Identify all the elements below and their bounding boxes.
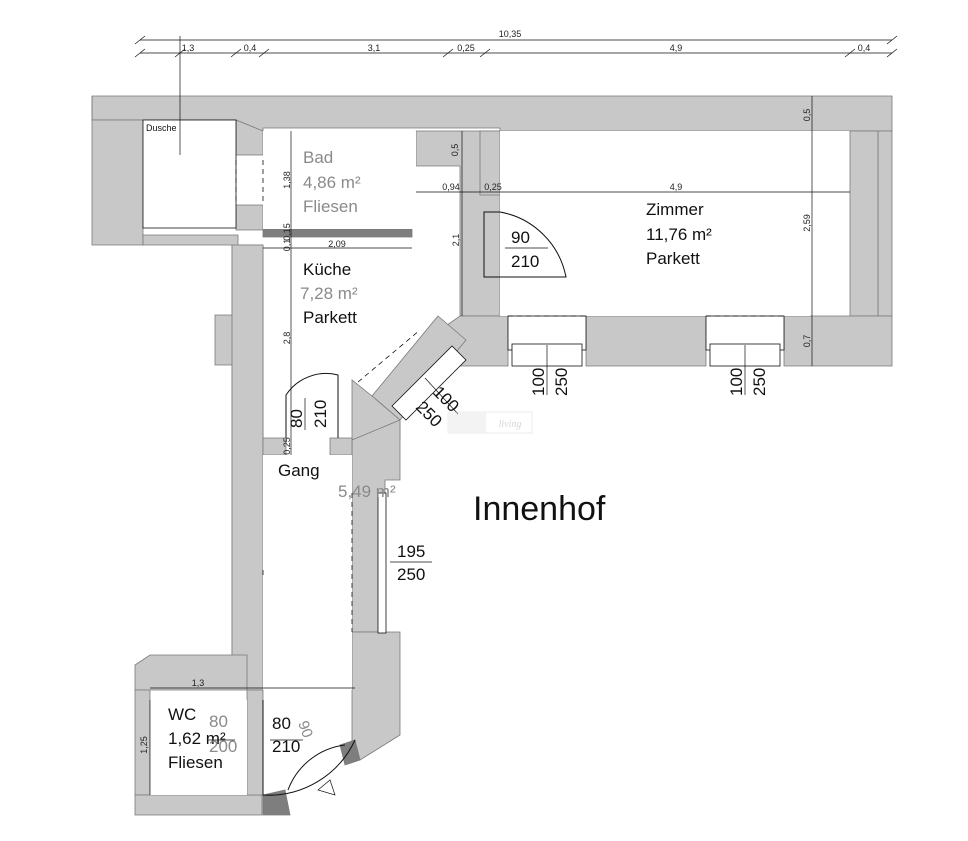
dim-room-depth: 2,59 <box>802 214 812 232</box>
window2-width: 100 <box>727 368 746 396</box>
wc-name: WC <box>168 705 196 724</box>
room-name: Zimmer <box>646 200 704 219</box>
kitchen-name: Küche <box>303 260 351 279</box>
hall-window-height: 250 <box>397 565 425 584</box>
wc-door-width: 80 <box>272 714 291 733</box>
kitchen-door-height: 210 <box>311 400 330 428</box>
window1-height: 250 <box>552 368 571 396</box>
room-labels: Dusche Bad 4,86 m² Fliesen Küche 7,28 m²… <box>146 123 712 772</box>
hall-name: Gang <box>278 461 320 480</box>
room-door-height: 210 <box>511 252 539 271</box>
dim-wall-top-right: 0,5 <box>802 109 812 122</box>
room-door-width: 90 <box>511 228 530 247</box>
dim-kitchen-width: 2,09 <box>328 239 346 249</box>
watermark: living <box>447 411 533 434</box>
wc-door-height: 210 <box>272 737 300 756</box>
bath-area: 4,86 m² <box>303 173 361 192</box>
dim-wall-c: 0,25 <box>282 437 292 455</box>
dim-wall-b: 0,1 <box>282 239 292 252</box>
dim-wc-width: 1,3 <box>192 678 205 688</box>
dim-seg-1: 1,3 <box>182 43 195 53</box>
wc-floor: Fliesen <box>168 753 223 772</box>
dim-seg-2: 0,4 <box>244 43 257 53</box>
wc-window-width: 80 <box>209 712 228 731</box>
shower-label: Dusche <box>146 123 177 133</box>
watermark-text: living <box>499 419 522 430</box>
room-interiors <box>142 119 810 795</box>
kitchen-area: 7,28 m² <box>300 284 358 303</box>
window1-width: 100 <box>529 368 548 396</box>
dim-wc-height: 1,25 <box>139 736 149 754</box>
dim-wall-d: 0,5 <box>450 144 460 157</box>
dim-wall-bottom-right: 0,7 <box>802 335 812 348</box>
dimension-lines <box>134 35 898 795</box>
dim-door-depth: 2,1 <box>451 234 461 247</box>
dim-seg-3: 3,1 <box>368 43 381 53</box>
window2-height: 250 <box>750 368 769 396</box>
courtyard-label: Innenhof <box>473 490 606 528</box>
dimension-labels: 10,35 1,3 0,4 3,1 0,25 4,9 0,4 1,38 0,15… <box>139 29 870 754</box>
kitchen-door-width: 80 <box>287 409 306 428</box>
dim-corr-b: 0,25 <box>484 182 502 192</box>
walls <box>91 95 893 816</box>
room-area: 11,76 m² <box>646 225 712 244</box>
dim-seg-5: 4,9 <box>670 43 683 53</box>
openings <box>207 160 785 796</box>
hall-window-width: 195 <box>397 542 425 561</box>
wc-area: 1,62 m² <box>168 729 226 748</box>
bath-floor: Fliesen <box>303 197 358 216</box>
wc-window-height: 200 <box>209 737 237 756</box>
dim-bath-height: 1,38 <box>282 171 292 189</box>
kitchen-floor: Parkett <box>303 308 357 327</box>
dim-total: 10,35 <box>499 29 522 39</box>
dim-room-width: 4,9 <box>670 182 683 192</box>
entry-door-width: 90 <box>294 719 316 740</box>
dim-kitchen-height: 2,8 <box>282 332 292 345</box>
dim-corr-a: 0,94 <box>442 182 460 192</box>
dim-wall-a: 0,15 <box>282 223 292 241</box>
hall-area: 5,49 m² <box>338 482 396 501</box>
bath-name: Bad <box>303 148 333 167</box>
dim-seg-4: 0,25 <box>457 43 475 53</box>
room-floor: Parkett <box>646 249 700 268</box>
dim-seg-6: 0,4 <box>858 43 871 53</box>
